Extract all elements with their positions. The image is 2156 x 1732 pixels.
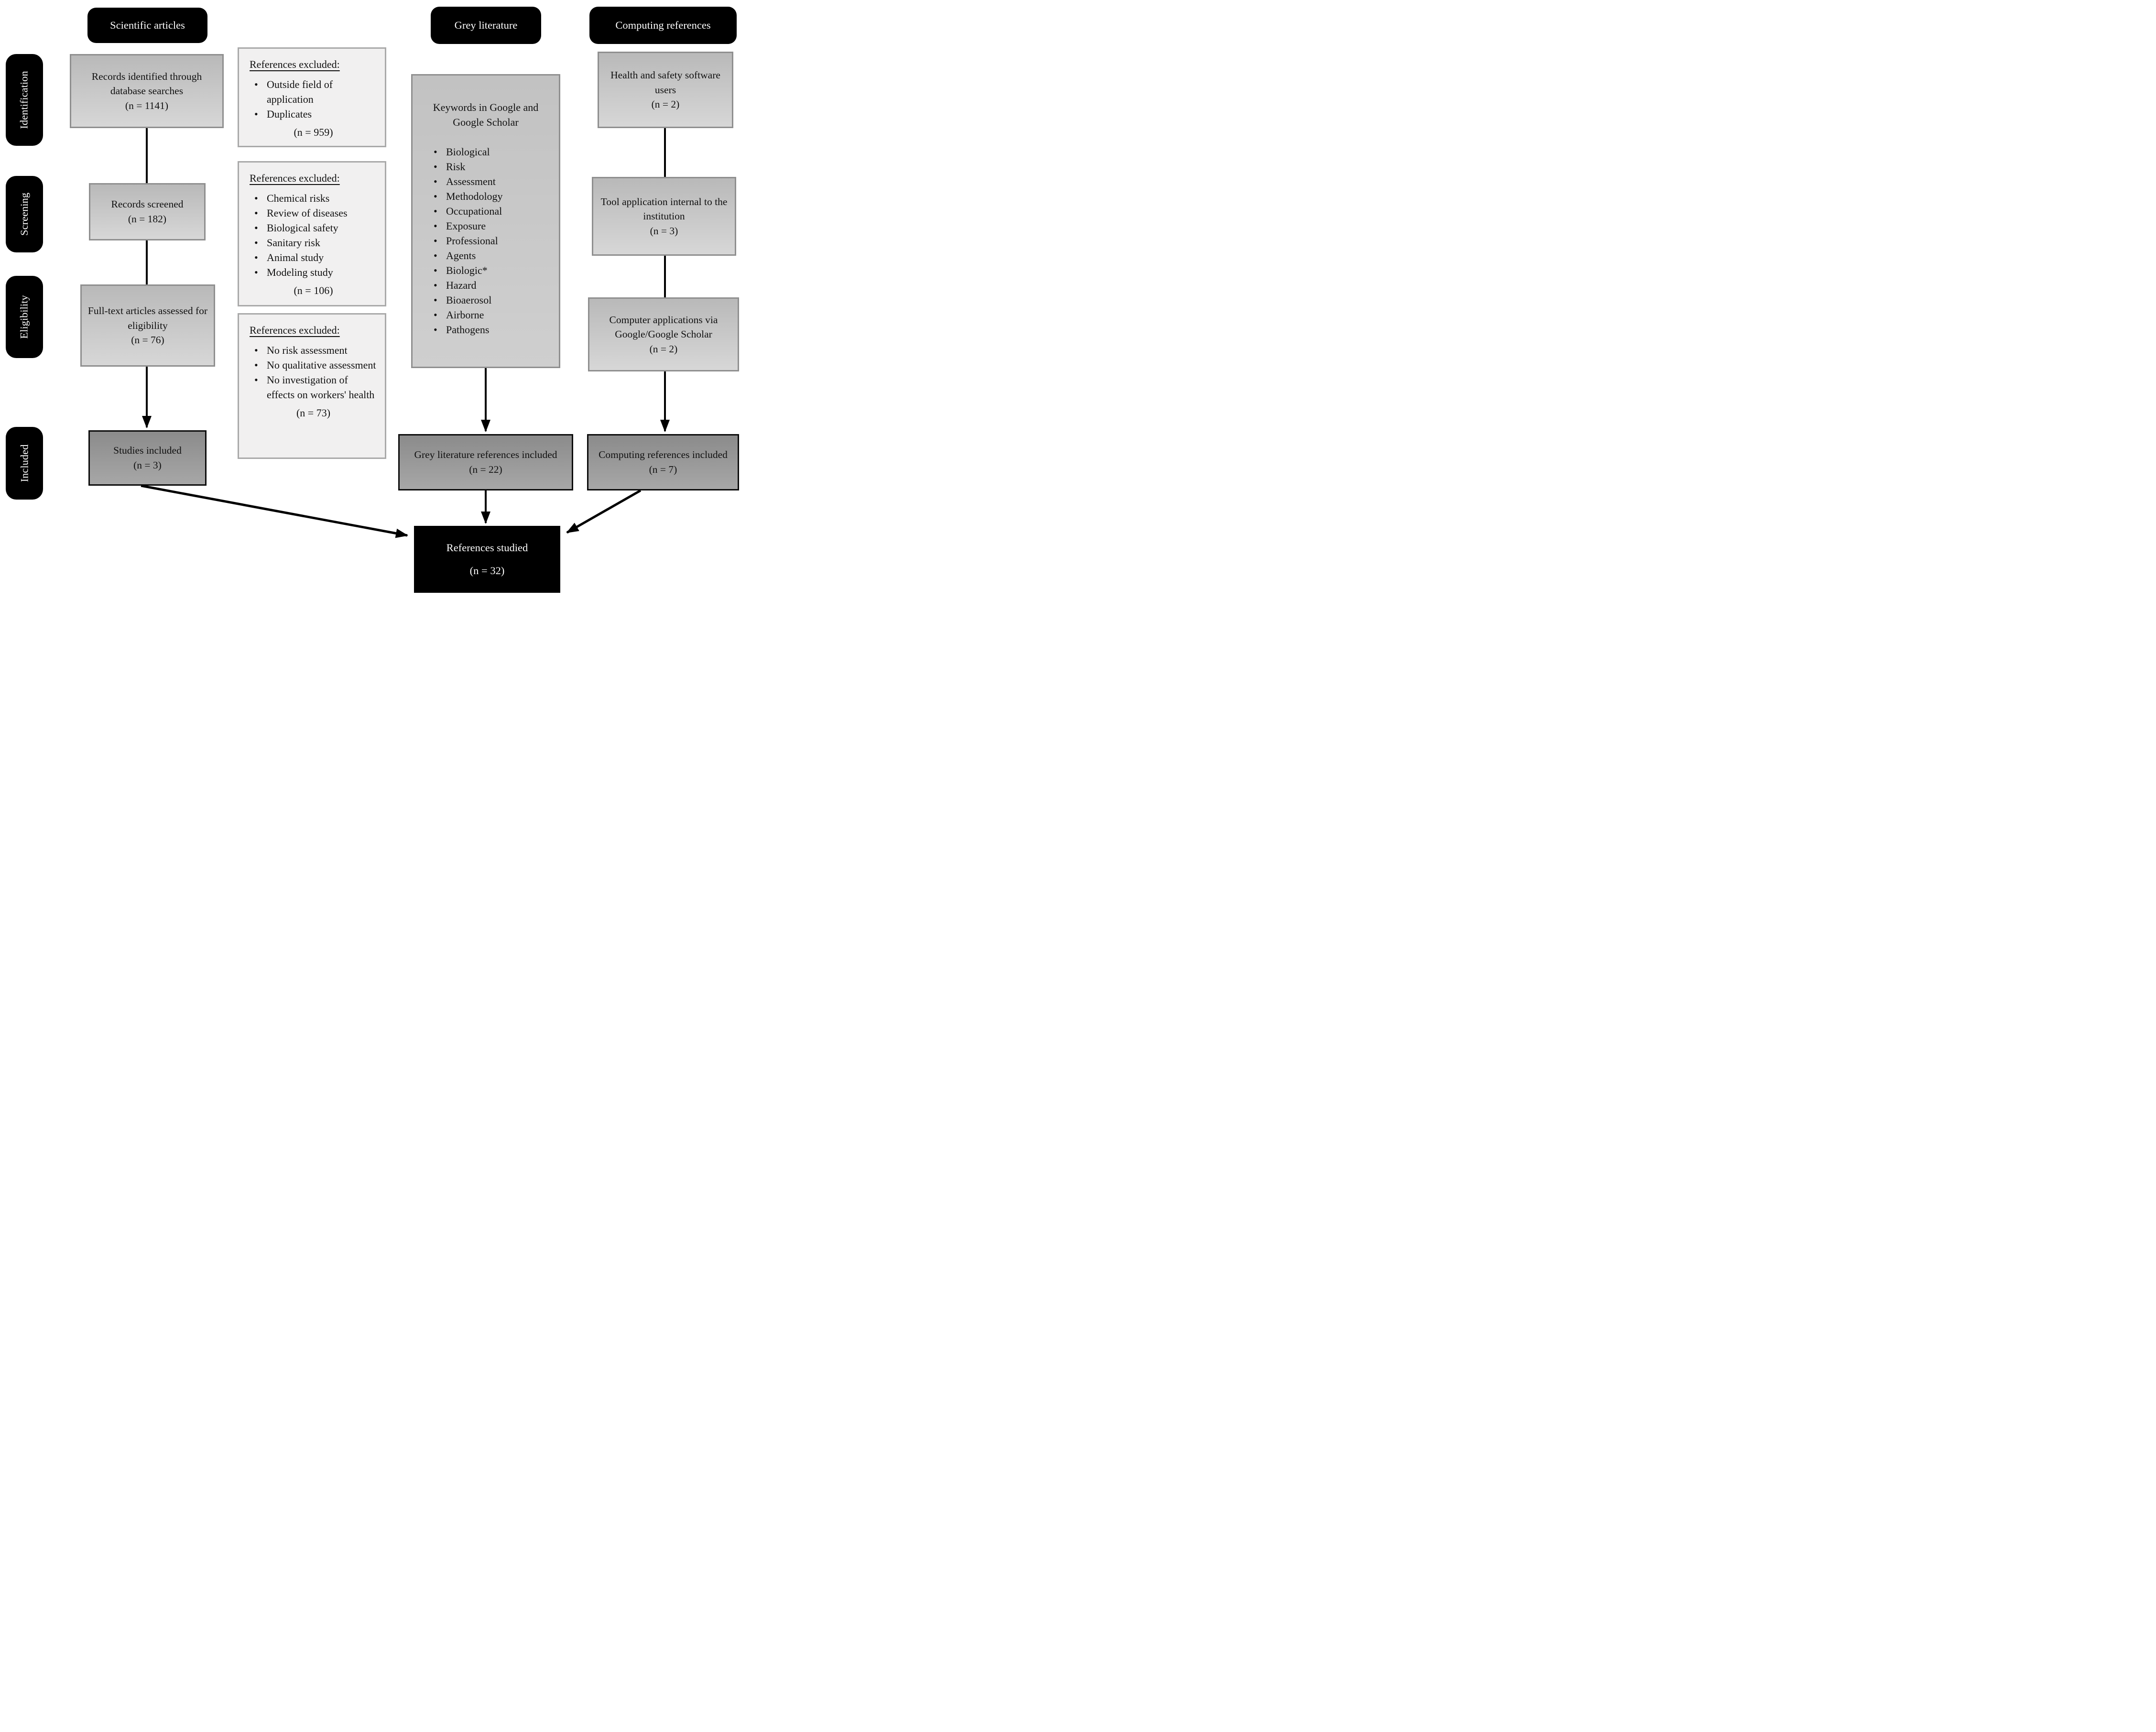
excluded-reason: No risk assessment bbox=[254, 343, 377, 358]
excluded-reason: Sanitary risk bbox=[254, 235, 377, 250]
box-text: Computer applications via Google/Google … bbox=[609, 314, 718, 340]
excluded-reason: Animal study bbox=[254, 250, 377, 265]
box-text: Records screened bbox=[111, 198, 184, 210]
keyword-item: Hazard bbox=[434, 278, 552, 293]
column-header-scientific-articles: Scientific articles bbox=[87, 8, 207, 43]
excluded-reason: No qualitative assessment bbox=[254, 358, 377, 372]
stage-label: Eligibility bbox=[18, 295, 31, 339]
keyword-item: Biological bbox=[434, 144, 552, 159]
excluded-reason: Chemical risks bbox=[254, 191, 377, 206]
keyword-item: Methodology bbox=[434, 189, 552, 204]
box-count: (n = 32) bbox=[469, 565, 505, 577]
flow-box-records-screened: Records screened (n = 182) bbox=[89, 183, 206, 240]
keyword-item: Risk bbox=[434, 159, 552, 174]
column-header-computing-references: Computing references bbox=[589, 7, 737, 44]
box-text: Computing references included bbox=[599, 449, 728, 461]
flow-box-computing-included: Computing references included (n = 7) bbox=[587, 434, 739, 490]
excluded-list: Outside field of application Duplicates bbox=[250, 77, 377, 121]
excluded-reason: Outside field of application bbox=[254, 77, 377, 107]
flow-box-studies-included: Studies included (n = 3) bbox=[88, 430, 207, 486]
excluded-count: (n = 959) bbox=[294, 126, 333, 138]
keyword-item: Professional bbox=[434, 233, 552, 248]
keyword-item: Pathogens bbox=[434, 322, 552, 337]
stage-label: Screening bbox=[18, 193, 30, 236]
column-header-grey-literature: Grey literature bbox=[431, 7, 541, 44]
excluded-reason: No investigation of effects on workers' … bbox=[254, 372, 377, 402]
box-text: References studied bbox=[446, 542, 528, 554]
keyword-item: Biologic* bbox=[434, 263, 552, 278]
box-count: (n = 7) bbox=[649, 464, 677, 475]
excluded-title: References excluded: bbox=[250, 58, 340, 70]
stage-label: Identification bbox=[18, 71, 31, 129]
box-text: Records identified through database sear… bbox=[91, 70, 202, 97]
box-count: (n = 1141) bbox=[125, 99, 169, 111]
box-count: (n = 182) bbox=[128, 213, 167, 225]
stage-pill-included: Included bbox=[6, 427, 43, 500]
excluded-list: No risk assessment No qualitative assess… bbox=[250, 343, 377, 402]
keyword-item: Bioaerosol bbox=[434, 293, 552, 307]
box-text: Health and safety software users bbox=[610, 69, 720, 96]
stage-pill-eligibility: Eligibility bbox=[6, 276, 43, 358]
keyword-item: Occupational bbox=[434, 204, 552, 218]
stage-pill-identification: Identification bbox=[6, 54, 43, 146]
stage-label: Included bbox=[18, 444, 30, 482]
stage-pill-screening: Screening bbox=[6, 176, 43, 252]
keyword-item: Agents bbox=[434, 248, 552, 263]
excluded-box-screening: References excluded: Chemical risks Revi… bbox=[238, 161, 386, 306]
excluded-list: Chemical risks Review of diseases Biolog… bbox=[250, 191, 377, 280]
box-text: Full-text articles assessed for eligibil… bbox=[87, 305, 208, 331]
excluded-reason: Review of diseases bbox=[254, 206, 377, 220]
box-count: (n = 76) bbox=[131, 334, 164, 346]
excluded-box-eligibility: References excluded: No risk assessment … bbox=[238, 313, 386, 459]
excluded-reason: Duplicates bbox=[254, 107, 377, 121]
keyword-item: Assessment bbox=[434, 174, 552, 189]
box-count: (n = 2) bbox=[651, 98, 680, 110]
keywords-list: Biological Risk Assessment Methodology O… bbox=[419, 144, 552, 337]
box-text: Tool application internal to the institu… bbox=[600, 196, 728, 222]
excluded-title: References excluded: bbox=[250, 172, 340, 184]
flow-box-computer-apps: Computer applications via Google/Google … bbox=[588, 297, 739, 371]
flow-box-fulltext-assessed: Full-text articles assessed for eligibil… bbox=[80, 284, 215, 367]
keywords-title: Keywords in Google and Google Scholar bbox=[433, 101, 539, 128]
box-count: (n = 22) bbox=[469, 464, 502, 475]
prisma-flow-diagram: Identification Screening Eligibility Inc… bbox=[0, 0, 739, 594]
flow-box-grey-included: Grey literature references included (n =… bbox=[398, 434, 573, 490]
flow-box-keywords: Keywords in Google and Google Scholar Bi… bbox=[411, 74, 560, 368]
box-count: (n = 2) bbox=[649, 343, 678, 355]
box-text: Studies included bbox=[113, 445, 182, 457]
flow-box-records-identified: Records identified through database sear… bbox=[70, 54, 224, 128]
box-text: Grey literature references included bbox=[414, 449, 557, 461]
box-count: (n = 3) bbox=[650, 225, 678, 237]
references-studied-box: References studied (n = 32) bbox=[414, 526, 560, 593]
keyword-item: Airborne bbox=[434, 307, 552, 322]
excluded-count: (n = 106) bbox=[294, 284, 333, 296]
excluded-reason: Modeling study bbox=[254, 265, 377, 280]
flow-box-tool-internal: Tool application internal to the institu… bbox=[592, 177, 736, 256]
excluded-title: References excluded: bbox=[250, 324, 340, 336]
flow-box-software-users: Health and safety software users (n = 2) bbox=[598, 52, 733, 128]
excluded-box-identification: References excluded: Outside field of ap… bbox=[238, 47, 386, 147]
keyword-item: Exposure bbox=[434, 218, 552, 233]
excluded-count: (n = 73) bbox=[296, 406, 331, 419]
box-count: (n = 3) bbox=[133, 459, 162, 471]
excluded-reason: Biological safety bbox=[254, 220, 377, 235]
